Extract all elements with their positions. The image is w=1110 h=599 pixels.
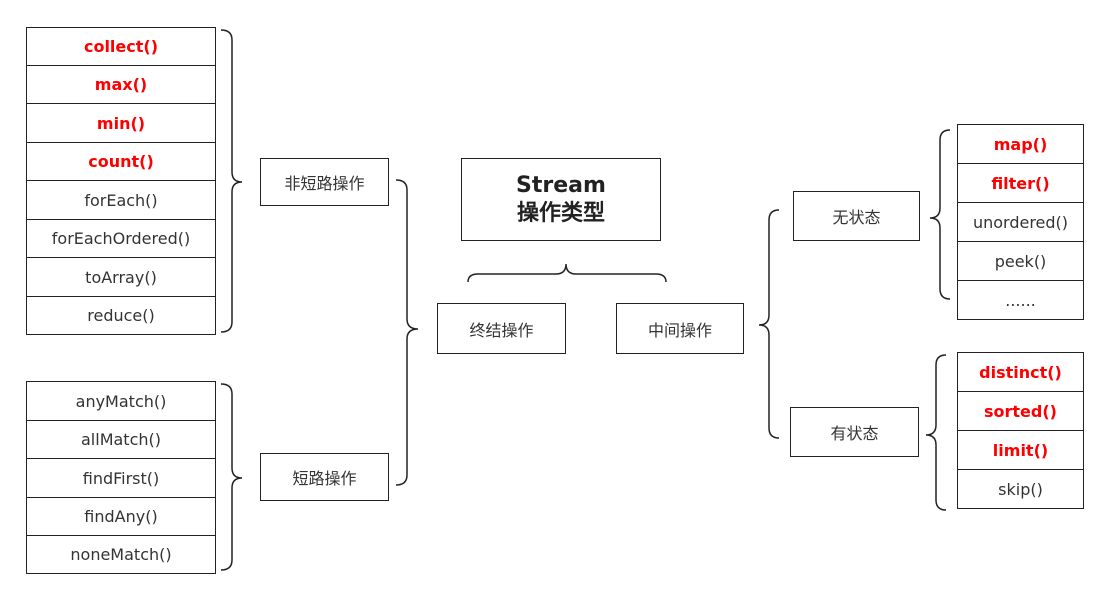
brace-stateful-group xyxy=(925,354,947,511)
title-line-1: Stream xyxy=(516,172,606,198)
op-count: count() xyxy=(26,142,216,181)
op-distinct: distinct() xyxy=(957,352,1084,392)
op-min: min() xyxy=(26,103,216,143)
op-findAny: findAny() xyxy=(26,497,216,536)
op-map: map() xyxy=(957,124,1084,164)
op-reduce: reduce() xyxy=(26,296,216,335)
op-limit: limit() xyxy=(957,430,1084,470)
op-max: max() xyxy=(26,65,216,104)
op-noneMatch: noneMatch() xyxy=(26,535,216,574)
brace-non-short-circuit-group xyxy=(220,29,243,333)
op-forEachOrdered: forEachOrdered() xyxy=(26,219,216,258)
stateful-box: 有状态 xyxy=(790,407,919,457)
brace-short-circuit-group xyxy=(220,383,243,571)
brace-intermediate-group xyxy=(758,209,780,439)
op-forEach: forEach() xyxy=(26,180,216,220)
op-allMatch: allMatch() xyxy=(26,420,216,459)
terminal-operations-box: 终结操作 xyxy=(437,303,566,354)
stream-title-box: Stream 操作类型 xyxy=(461,158,661,241)
title-line-2: 操作类型 xyxy=(516,200,605,226)
op-toArray: toArray() xyxy=(26,257,216,297)
brace-stateless-group xyxy=(929,129,951,300)
non-short-circuit-box: 非短路操作 xyxy=(260,158,389,206)
brace-terminal-group xyxy=(395,179,419,486)
op-skip: skip() xyxy=(957,469,1084,509)
stateless-box: 无状态 xyxy=(793,191,920,241)
op-findFirst: findFirst() xyxy=(26,458,216,498)
op-filter: filter() xyxy=(957,163,1084,203)
brace-title xyxy=(467,263,667,283)
intermediate-operations-box: 中间操作 xyxy=(616,303,744,354)
op-ellipsis: ...... xyxy=(957,280,1084,320)
op-sorted: sorted() xyxy=(957,391,1084,431)
op-collect: collect() xyxy=(26,27,216,66)
short-circuit-box: 短路操作 xyxy=(260,453,389,501)
op-peek: peek() xyxy=(957,241,1084,281)
op-anyMatch: anyMatch() xyxy=(26,381,216,421)
op-unordered: unordered() xyxy=(957,202,1084,242)
